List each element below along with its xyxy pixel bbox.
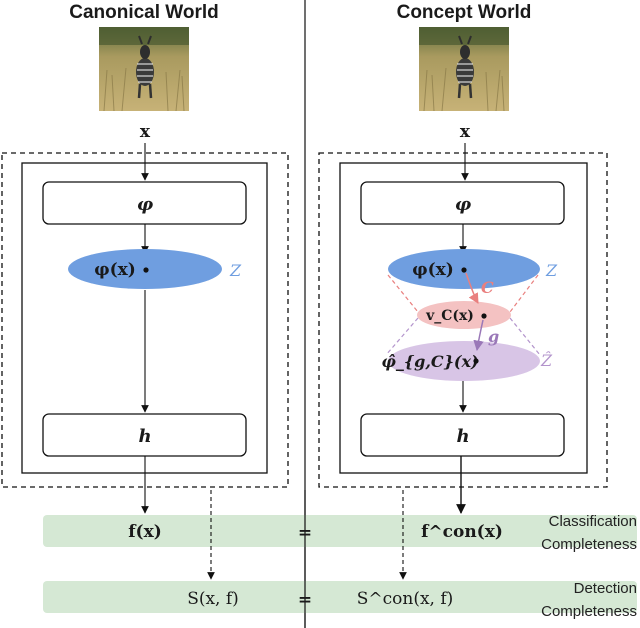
reconstruction-funnel-lines: [385, 317, 541, 356]
concept-world-title: Concept World: [397, 2, 532, 23]
input-label-left: x: [140, 122, 151, 142]
embedding-label-left: φ(x): [94, 260, 136, 280]
head-label-left: h: [138, 426, 151, 447]
input-label-right: x: [460, 122, 471, 142]
latent-space-label-left: Z: [229, 261, 242, 280]
canonical-detector-output: S(x, f): [187, 589, 239, 609]
concept-detector-output: S^con(x, f): [357, 589, 454, 609]
input-image-right: [419, 27, 509, 112]
classification-label-line2: Completeness: [541, 536, 637, 553]
concept-ellipse: [417, 301, 511, 329]
head-label-right: h: [456, 426, 469, 447]
encoder-label-left: φ: [137, 194, 154, 215]
decoder-map-label: g: [488, 327, 499, 346]
input-image-left: [99, 27, 189, 112]
equals-sign-detection: =: [298, 590, 312, 610]
equals-sign-classification: =: [298, 523, 312, 543]
detection-label-line1: Detection: [574, 580, 637, 597]
concept-map-label: C: [481, 278, 494, 297]
concept-funnel-lines: [387, 274, 539, 313]
concept-map-arrow: [465, 272, 479, 304]
latent-space-label-right: Z: [545, 261, 558, 280]
left-model-dashed-box: [1, 152, 289, 488]
classification-band: [43, 515, 637, 547]
embedding-point-right: [461, 267, 467, 273]
detection-band: [43, 581, 637, 613]
classification-label-line1: Classification: [549, 513, 637, 530]
head-box-right: [360, 413, 565, 457]
concept-vector-label: v_C(x): [425, 308, 474, 324]
right-model-dashed-box: [318, 152, 608, 488]
right-model-box: [339, 162, 588, 474]
canonical-world-title: Canonical World: [69, 2, 219, 23]
encoder-label-right: φ: [455, 194, 472, 215]
canonical-classifier-output: f(x): [128, 522, 162, 542]
reconstruction-label: φ̂_{g,C}(x): [381, 352, 478, 371]
reconstruction-space-label: Ẑ: [540, 350, 553, 370]
concept-point: [481, 313, 487, 319]
concept-classifier-output: f^con(x): [421, 522, 503, 542]
embedding-point-left: [143, 267, 149, 273]
decoder-map-arrow: [473, 319, 484, 352]
reconstruction-ellipse: [388, 341, 540, 381]
detection-label-line2: Completeness: [541, 603, 637, 620]
embedding-label-right: φ(x): [412, 260, 454, 280]
reconstruction-point: [473, 358, 479, 364]
